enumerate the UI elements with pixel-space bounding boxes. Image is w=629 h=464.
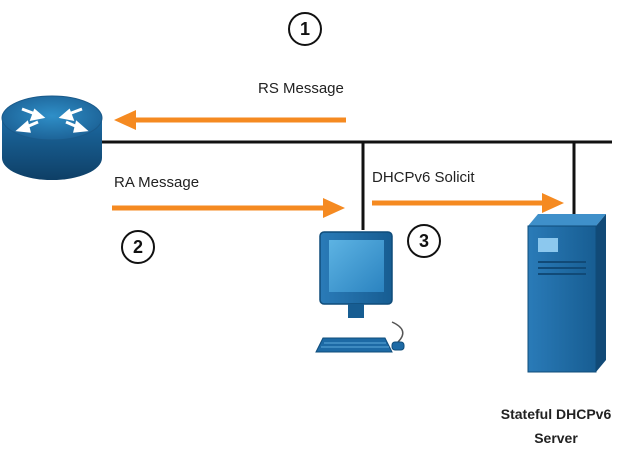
ra-arrow (112, 198, 345, 218)
server-label-line2: Server (534, 430, 578, 446)
rs-arrow (114, 110, 346, 130)
step-2-marker: 2 (121, 230, 155, 264)
step-1-marker: 1 (288, 12, 322, 46)
router-icon (1, 95, 103, 180)
server-label: Stateful DHCPv6 Server (488, 402, 624, 450)
server-label-line1: Stateful DHCPv6 (500, 406, 612, 422)
step-3-marker: 3 (407, 224, 441, 258)
pc-icon (315, 231, 405, 353)
server-icon (527, 214, 606, 373)
ra-message-label: RA Message (114, 174, 200, 191)
rs-message-label: RS Message (258, 80, 344, 97)
dhcpv6-solicit-label: DHCPv6 Solicit (372, 169, 475, 186)
solicit-arrow (372, 193, 564, 213)
